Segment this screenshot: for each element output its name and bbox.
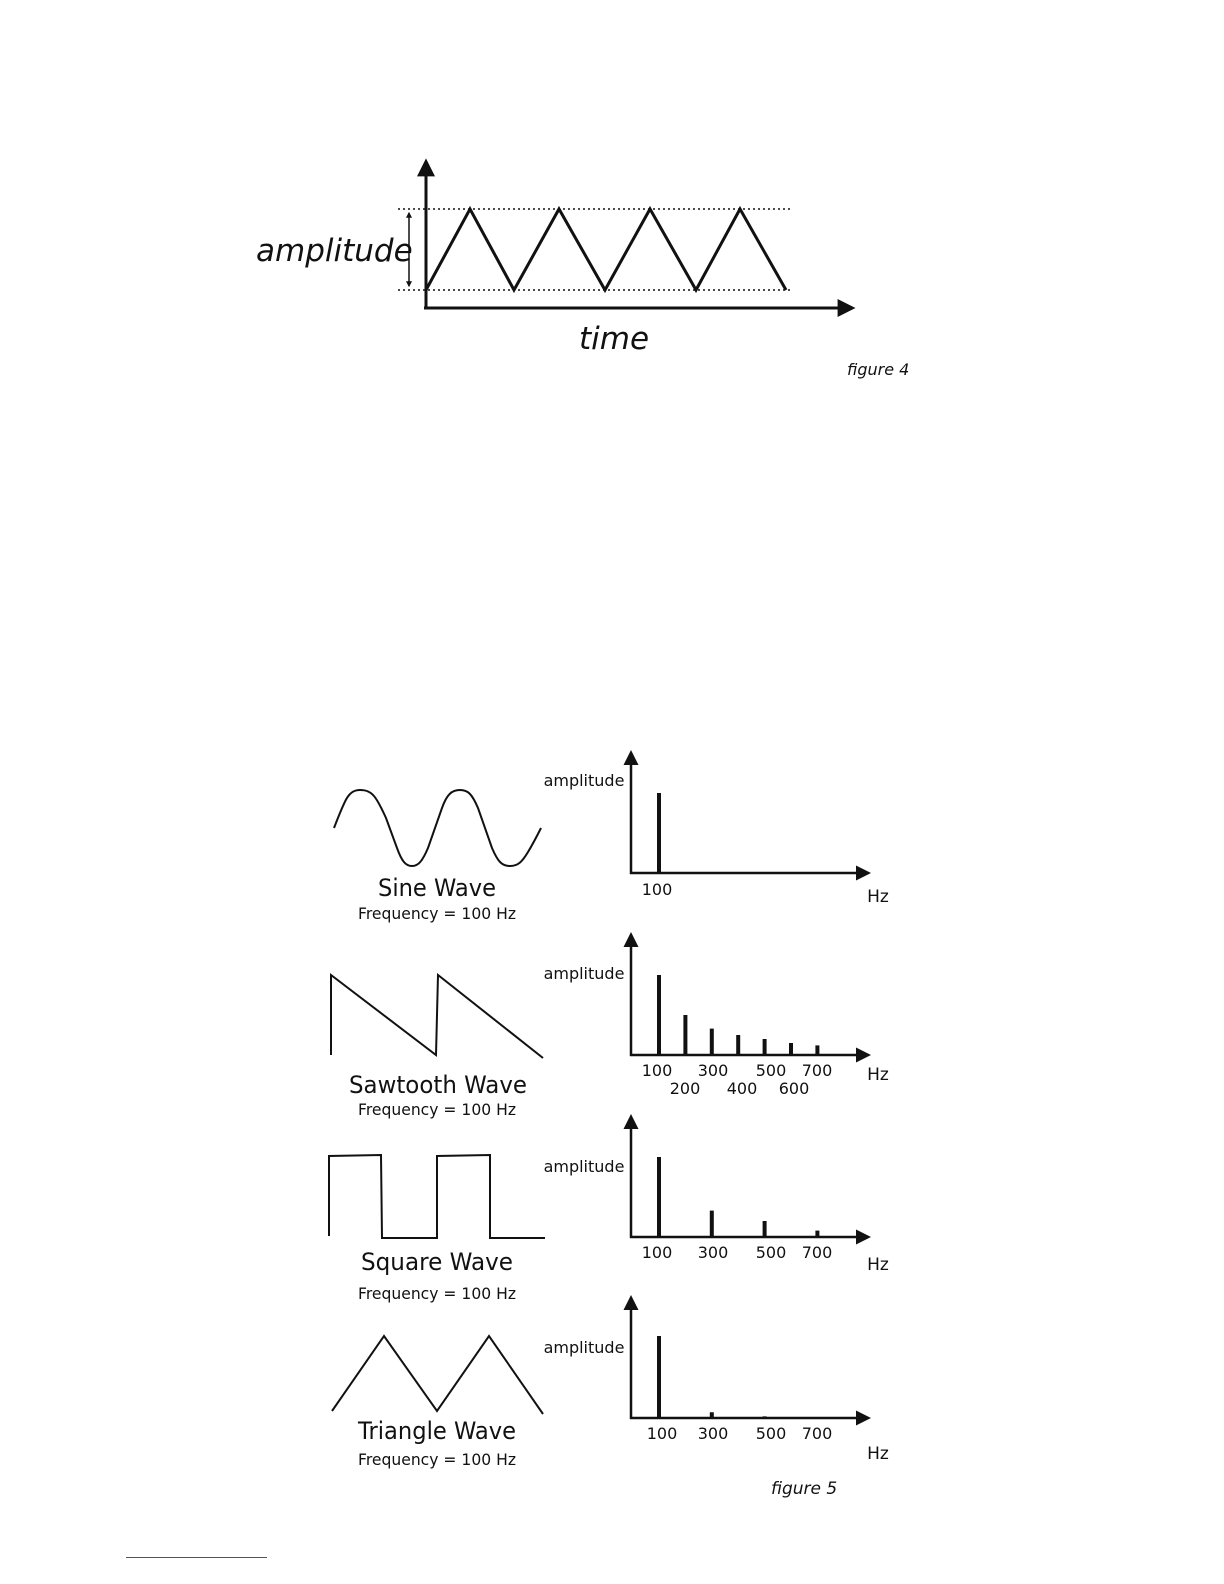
spectrum-tick-label: 700	[802, 1424, 833, 1443]
spectrum-ylabel: amplitude	[544, 1157, 625, 1176]
fig4-xlabel: time	[579, 321, 649, 357]
spectrum-ylabel: amplitude	[544, 1338, 625, 1357]
spectrum-bar-700hz	[815, 1231, 819, 1237]
figure-4: amplitude time figure 4	[256, 162, 909, 379]
spectrum-x-unit: Hz	[867, 1255, 889, 1275]
spectrum-tick-label: 700	[802, 1061, 833, 1080]
spectrum-bar-100hz	[657, 793, 661, 873]
spectrum-ylabel: amplitude	[544, 771, 625, 790]
spectrum-x-unit: Hz	[867, 887, 889, 907]
wave-name-sawtooth: Sawtooth Wave	[349, 1071, 527, 1099]
sawtooth-waveform	[331, 975, 543, 1058]
spectrum-bar-500hz	[763, 1221, 767, 1237]
spectrum-tick-label: 500	[756, 1061, 787, 1080]
square-waveform	[329, 1155, 545, 1238]
wave-name-square: Square Wave	[361, 1248, 513, 1276]
spectrum-tick-label: 300	[698, 1061, 729, 1080]
spectrum-bar-200hz	[683, 1015, 687, 1055]
sine-waveform	[334, 790, 541, 866]
fig5-caption: figure 5	[771, 1479, 837, 1499]
fig4-ylabel: amplitude	[256, 233, 413, 269]
triangle-waveform	[332, 1336, 543, 1414]
spectrum-tick-label: 500	[756, 1424, 787, 1443]
spectrum-tick-label: 200	[670, 1079, 701, 1098]
spectrum-tick-label: 100	[642, 880, 673, 899]
wave-frequency-sine: Frequency = 100 Hz	[358, 904, 516, 923]
spectrum-bar-300hz	[710, 1211, 714, 1237]
spectrum-bar-100hz	[657, 975, 661, 1055]
spectrum-x-unit: Hz	[867, 1065, 889, 1085]
spectrum-tick-label: 100	[642, 1243, 673, 1262]
spectrum-tick-label: 300	[698, 1424, 729, 1443]
spectrum-bar-500hz	[763, 1416, 767, 1418]
spectrum-bar-300hz	[710, 1029, 714, 1055]
fig4-triangle-waveform	[426, 209, 786, 290]
spectrum-tick-label: 300	[698, 1243, 729, 1262]
wave-frequency-square: Frequency = 100 Hz	[358, 1284, 516, 1303]
figure-5: Sine Wave Frequency = 100 Hz Sawtooth Wa…	[329, 753, 889, 1499]
spectrum-tick-label: 700	[802, 1243, 833, 1262]
footnote-separator	[126, 1557, 267, 1558]
wave-frequency-sawtooth: Frequency = 100 Hz	[358, 1100, 516, 1119]
wave-name-sine: Sine Wave	[378, 874, 496, 902]
spectrum-bar-100hz	[657, 1157, 661, 1237]
wave-name-triangle: Triangle Wave	[357, 1417, 516, 1445]
wave-frequency-triangle: Frequency = 100 Hz	[358, 1450, 516, 1469]
spectrum-bar-700hz	[815, 1045, 819, 1055]
spectrum-bar-300hz	[710, 1412, 714, 1418]
spectrum-bar-100hz	[657, 1336, 661, 1418]
spectrum-tick-label: 500	[756, 1243, 787, 1262]
spectrum-tick-label: 100	[647, 1424, 678, 1443]
spectrum-bar-600hz	[789, 1043, 793, 1055]
spectrum-bar-500hz	[763, 1039, 767, 1055]
spectrum-ylabel: amplitude	[544, 964, 625, 983]
spectrum-x-unit: Hz	[867, 1444, 889, 1464]
spectrum-bar-400hz	[736, 1035, 740, 1055]
spectrum-tick-label: 600	[779, 1079, 810, 1098]
spectrum-tick-label: 400	[727, 1079, 758, 1098]
spectrum-tick-label: 100	[642, 1061, 673, 1080]
fig4-caption: figure 4	[847, 360, 909, 379]
